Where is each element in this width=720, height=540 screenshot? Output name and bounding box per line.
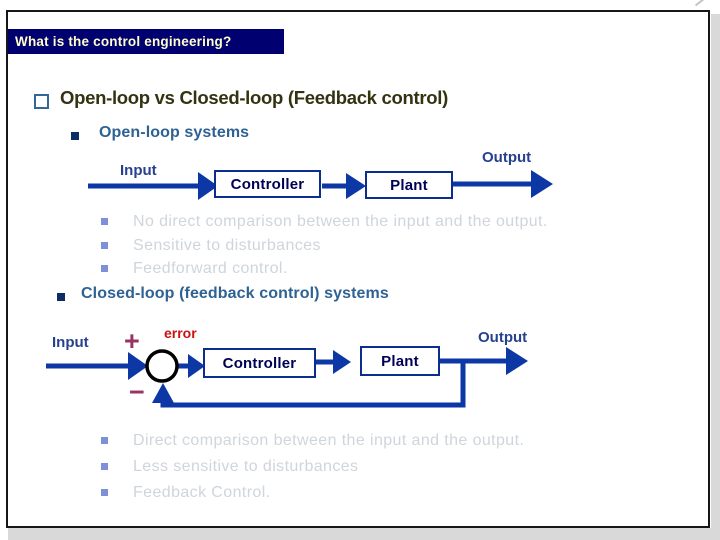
page-corner-curl — [694, 0, 720, 7]
list-item: Sensitive to disturbances — [101, 237, 321, 254]
list-item: No direct comparison between the input a… — [101, 213, 548, 230]
bullet-square-icon — [101, 463, 108, 470]
bullet-square-icon — [101, 489, 108, 496]
list-item: Feedback Control. — [101, 484, 271, 501]
bullet-square-icon — [101, 218, 108, 225]
open-loop-input-label: Input — [120, 162, 157, 179]
closed-loop-output-label: Output — [478, 329, 528, 346]
question-banner: What is the control engineering? — [8, 29, 284, 54]
bullet-text: Feedforward control. — [133, 260, 288, 277]
slide-title: Open-loop vs Closed-loop (Feedback contr… — [60, 87, 448, 108]
open-loop-plant-box: Plant — [365, 171, 453, 199]
closed-loop-input-label: Input — [52, 334, 89, 351]
bullet-text: Less sensitive to disturbances — [133, 458, 359, 475]
bullet-text: No direct comparison between the input a… — [133, 213, 548, 230]
slide-shadow-bottom — [8, 528, 720, 540]
slide-shadow-right — [711, 14, 720, 535]
closed-loop-plant-box: Plant — [360, 346, 440, 376]
bullet-text: Direct comparison between the input and … — [133, 432, 525, 449]
plus-sign: + — [124, 326, 140, 356]
bullet-square-icon — [101, 265, 108, 272]
heading-square-bullet-icon — [71, 132, 79, 140]
section-heading-closed-loop: Closed-loop (feedback control) systems — [81, 285, 389, 302]
slide-border-frame — [6, 10, 710, 528]
heading-square-bullet-icon — [57, 293, 65, 301]
minus-sign: − — [129, 377, 145, 407]
closed-loop-controller-box: Controller — [203, 348, 316, 378]
error-label: error — [164, 325, 197, 341]
title-square-bullet-icon — [34, 94, 49, 109]
open-loop-controller-box: Controller — [214, 170, 321, 198]
bullet-square-icon — [101, 437, 108, 444]
list-item: Less sensitive to disturbances — [101, 458, 358, 475]
bullet-text: Feedback Control. — [133, 484, 271, 501]
list-item: Direct comparison between the input and … — [101, 432, 524, 449]
bullet-square-icon — [101, 242, 108, 249]
open-loop-output-label: Output — [482, 149, 532, 166]
bullet-text: Sensitive to disturbances — [133, 237, 321, 254]
section-heading-open-loop: Open-loop systems — [99, 124, 250, 141]
list-item: Feedforward control. — [101, 260, 288, 277]
